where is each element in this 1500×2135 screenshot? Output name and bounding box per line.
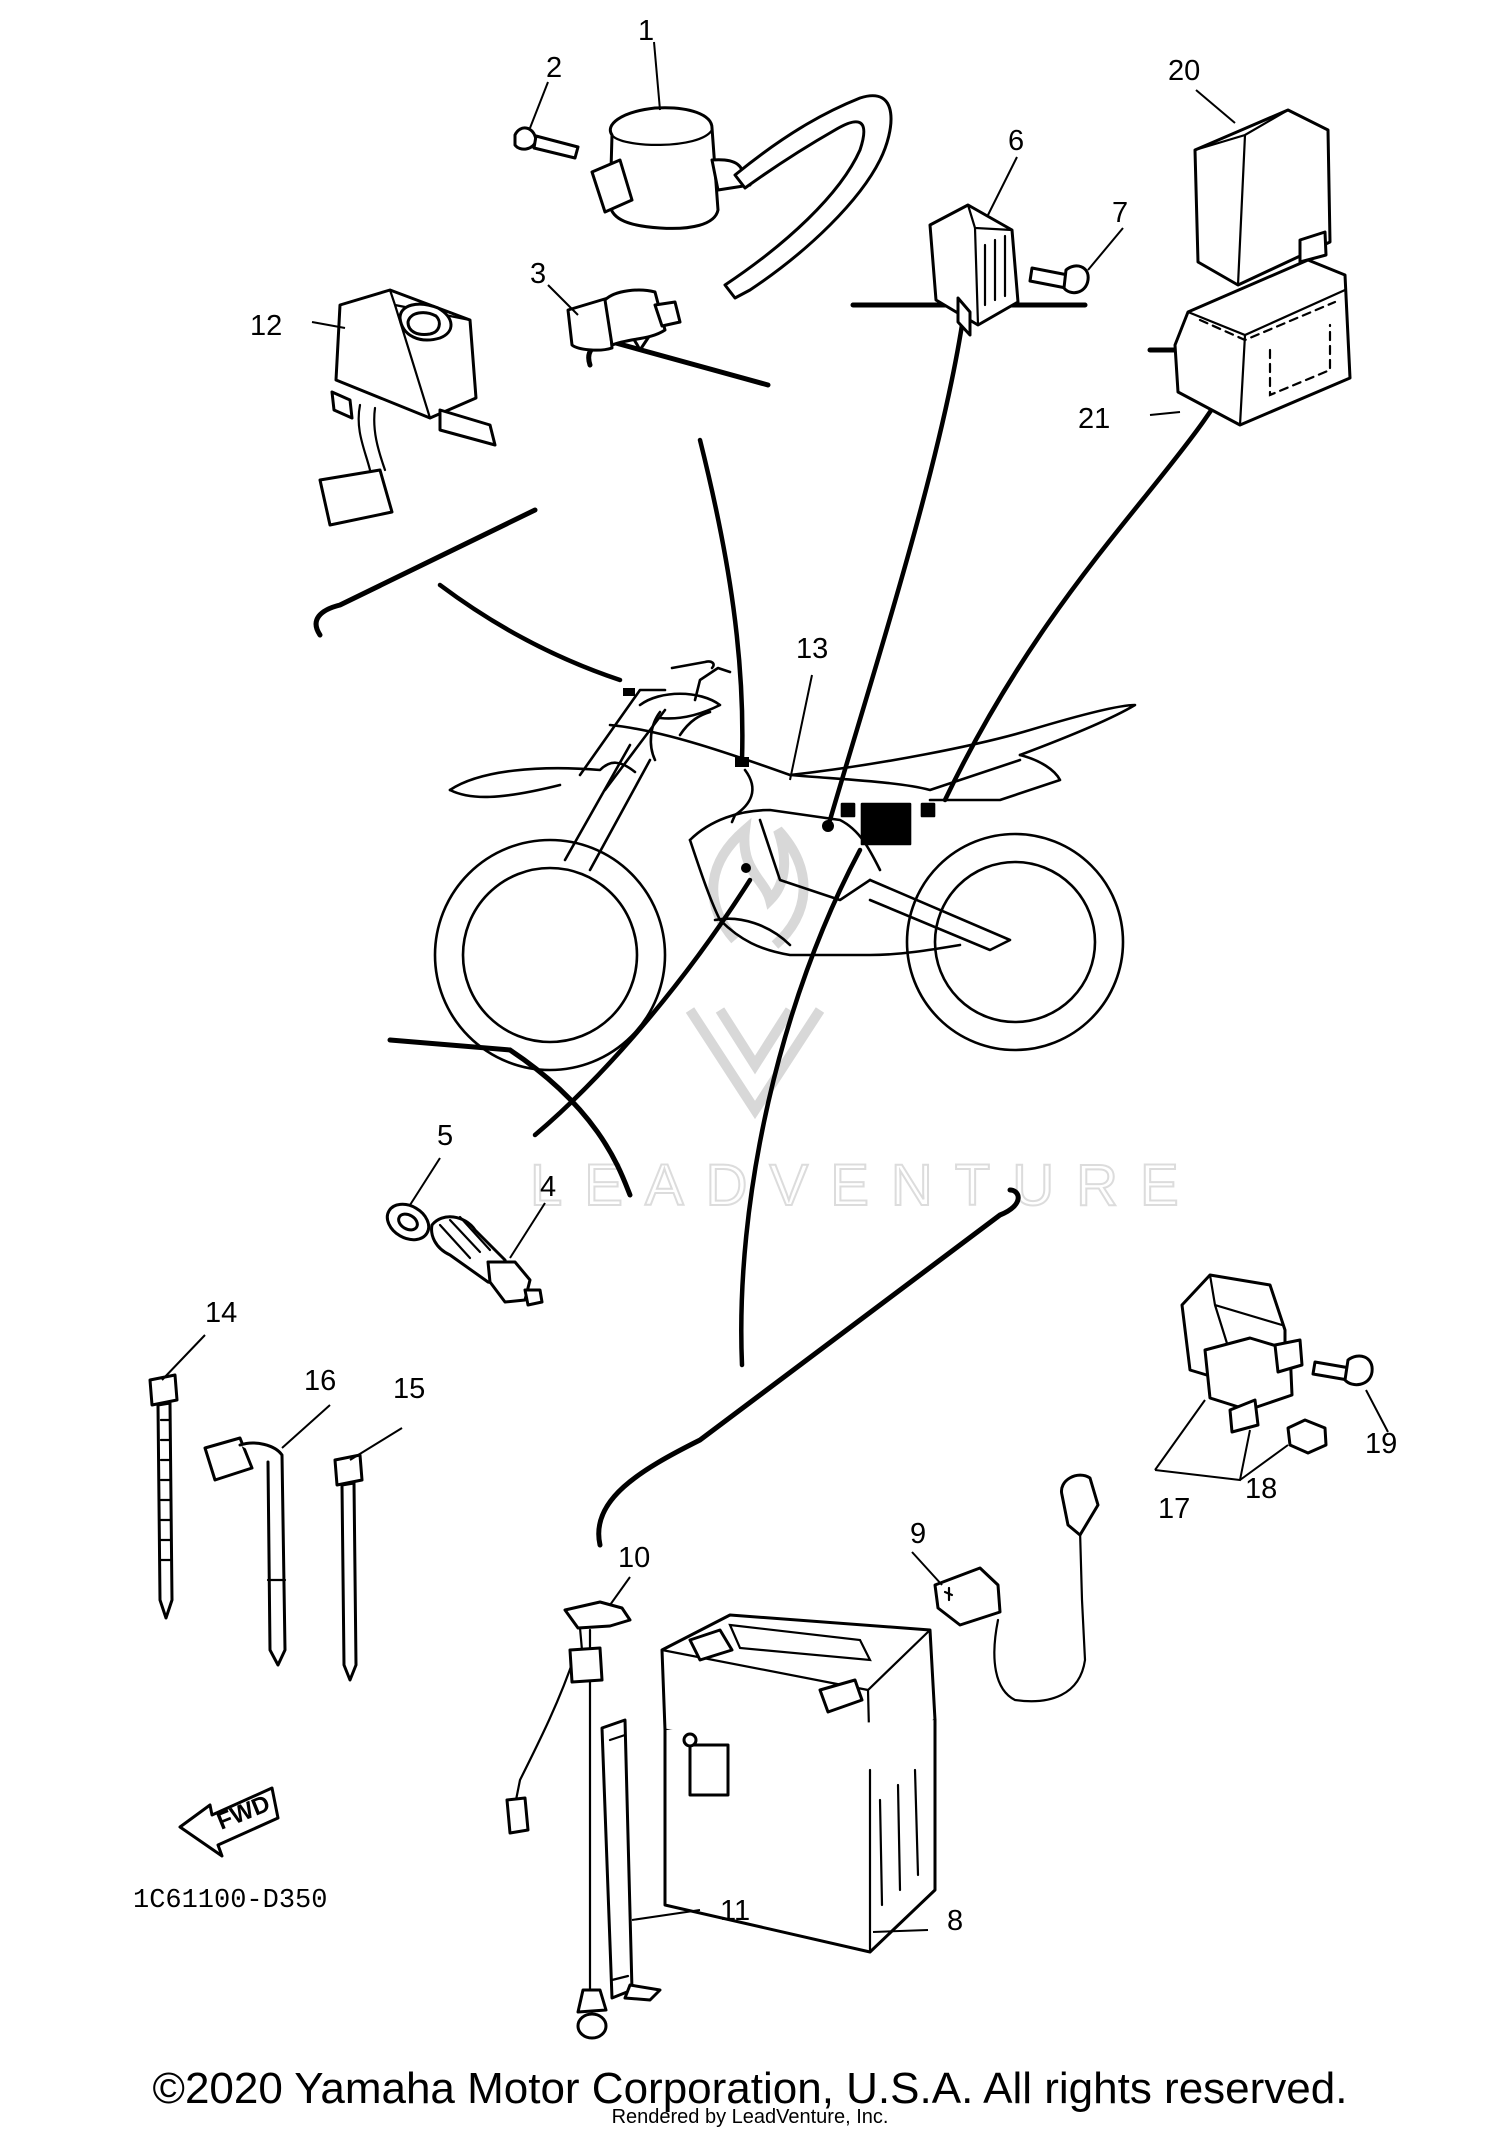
bolt-7 (1028, 264, 1090, 295)
callout-16: 16 (304, 1365, 336, 1397)
starter-relay (1180, 1273, 1304, 1434)
callout-15: 15 (393, 1373, 425, 1405)
bolt-19 (1311, 1354, 1374, 1387)
callout-19: 19 (1365, 1428, 1397, 1460)
cdi-unit (1193, 108, 1332, 287)
callout-21: 21 (1078, 403, 1110, 435)
watermark-text: LEADVENTURE (530, 1153, 1201, 1218)
callout-17: 17 (1158, 1493, 1190, 1525)
forward-arrow: FWD (178, 1786, 280, 1858)
neutral-switch (430, 1215, 544, 1307)
battery (660, 1613, 937, 1954)
callout-13: 13 (796, 633, 828, 665)
watermark-logo (685, 817, 825, 1120)
callout-11: 11 (720, 1895, 750, 1927)
spark-plug-cap (566, 288, 682, 352)
rendered-by-credit: Rendered by LeadVenture, Inc. (611, 2106, 889, 2128)
callout-14: 14 (205, 1297, 237, 1329)
callout-1: 1 (638, 15, 654, 47)
connector-lead-16 (203, 1436, 287, 1667)
callout-8: 8 (947, 1905, 963, 1937)
callout-12: 12 (250, 310, 282, 342)
callout-2: 2 (546, 52, 562, 84)
positive-cable (933, 1473, 1100, 1703)
negative-cable (505, 1600, 632, 2040)
callout-9: 9 (910, 1518, 926, 1550)
battery-band (600, 1718, 662, 2002)
callout-20: 20 (1168, 55, 1200, 87)
washer (385, 1202, 431, 1242)
fuse (1286, 1418, 1328, 1455)
cable-tie-14 (148, 1373, 179, 1620)
bolt-2 (513, 126, 580, 160)
callout-3: 3 (530, 258, 546, 290)
callout-4: 4 (540, 1171, 556, 1203)
cable-tie-15 (333, 1453, 364, 1682)
motorcycle-outline (433, 660, 1137, 1072)
rectifier-regulator (928, 203, 1020, 337)
callout-5: 5 (437, 1120, 453, 1152)
callout-7: 7 (1112, 197, 1128, 229)
callouts: 1 2 3 6 7 20 21 12 13 5 4 14 16 15 17 18… (205, 15, 1397, 1937)
main-switch (318, 288, 497, 527)
callout-18: 18 (1245, 1473, 1277, 1505)
cdi-holder (1173, 258, 1352, 427)
callout-10: 10 (618, 1542, 650, 1574)
leader-lines (161, 41, 1389, 1933)
copyright-notice: ©2020 Yamaha Motor Corporation, U.S.A. A… (152, 2064, 1348, 2113)
callout-6: 6 (1008, 125, 1024, 157)
ignition-coil (590, 94, 893, 300)
diagram-reference-code: 1C61100-D350 (133, 1886, 327, 1916)
